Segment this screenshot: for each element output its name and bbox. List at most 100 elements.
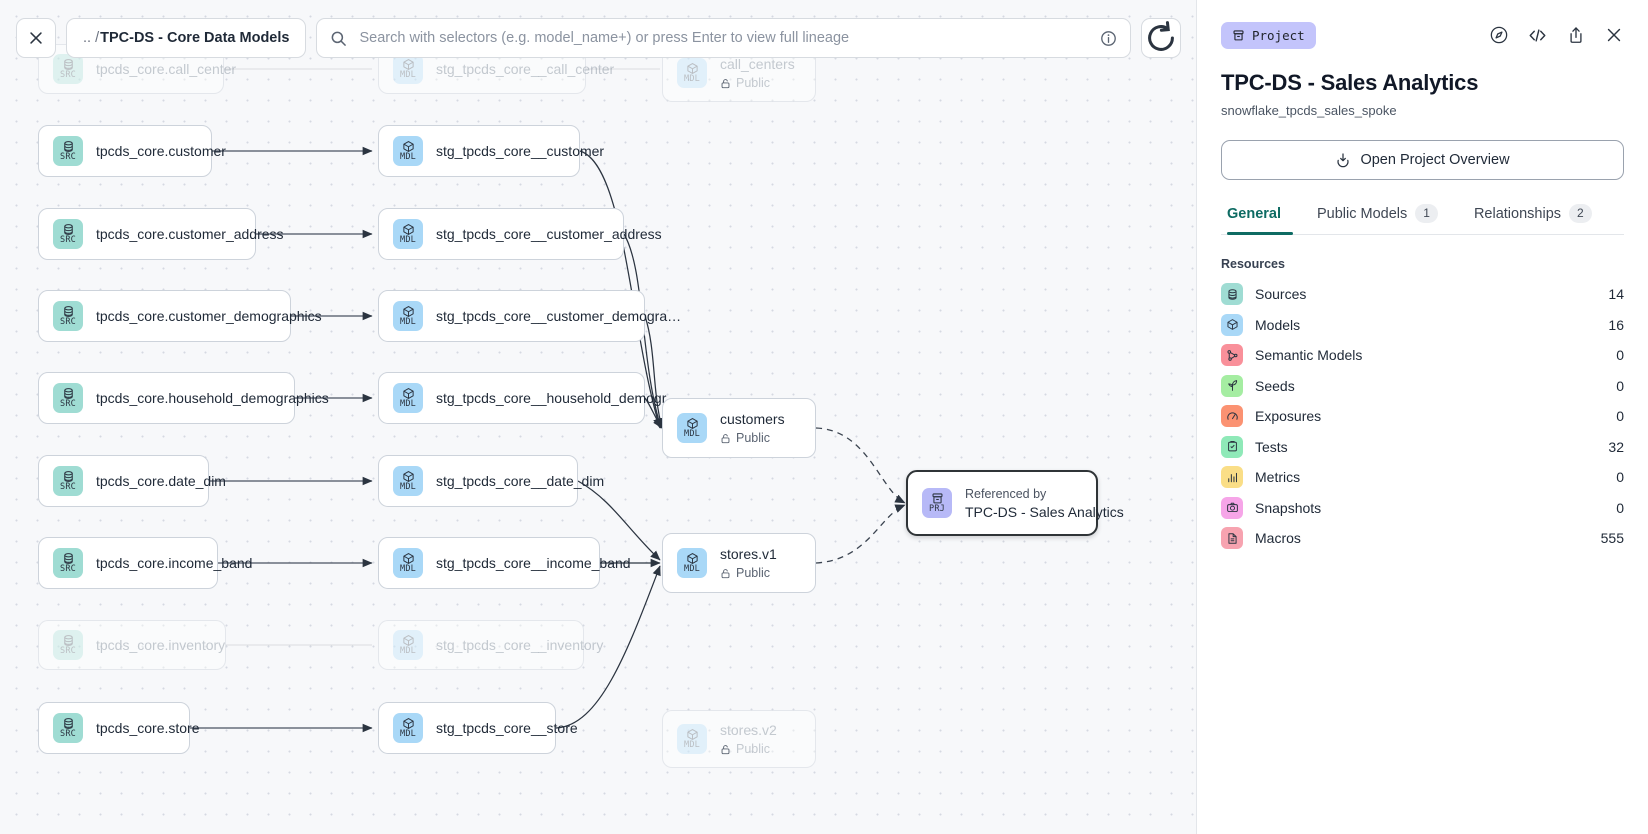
node-access-label: Public: [736, 431, 771, 445]
node-body: stg_tpcds_core__customer_demogra…: [436, 307, 682, 325]
resource-count: 0: [1616, 347, 1624, 364]
resource-name: Snapshots: [1255, 499, 1322, 516]
close-panel-icon[interactable]: [1604, 25, 1624, 45]
resource-row-metrics[interactable]: Metrics 0: [1221, 462, 1624, 493]
panel-header: Project: [1221, 0, 1624, 56]
resource-count: 0: [1616, 377, 1624, 394]
node-body: tpcds_core.customer: [96, 142, 226, 160]
node-title: TPC-DS - Sales Analytics: [965, 503, 1124, 520]
node-body: tpcds_core.customer_address: [96, 225, 284, 243]
explore-icon[interactable]: [1489, 25, 1509, 45]
tab-general[interactable]: General: [1221, 204, 1299, 235]
resource-name: Tests: [1255, 438, 1288, 455]
cube-icon: [1221, 313, 1243, 336]
node-body: stg_tpcds_core__inventory: [436, 636, 603, 654]
node-body: tpcds_core.call_center: [96, 60, 236, 78]
src-node-badge: SRC: [53, 630, 83, 660]
node-title: stg_tpcds_core__date_dim: [436, 473, 605, 489]
src-node-badge: SRC: [53, 301, 83, 331]
node-title: tpcds_core.customer_address: [96, 226, 284, 242]
mdl-node-badge: MDL: [393, 630, 423, 660]
search-input[interactable]: [357, 29, 1090, 47]
node-access-badge: Public: [720, 430, 785, 446]
project-type-badge[interactable]: Project: [1221, 21, 1316, 49]
tab-count-badge: 1: [1415, 204, 1438, 223]
graph-node-mdl-customer[interactable]: MDL stg_tpcds_core__customer: [378, 125, 604, 177]
graph-node-src-income-band[interactable]: SRC tpcds_core.income_band: [38, 537, 253, 589]
src-node-badge: SRC: [53, 219, 83, 249]
resource-count: 32: [1608, 438, 1624, 455]
mdl-node-badge: MDL: [393, 466, 423, 496]
tab-count-badge: 2: [1569, 204, 1592, 223]
mdl-node-badge: MDL: [677, 413, 707, 443]
resource-row-tests[interactable]: Tests 32: [1221, 432, 1624, 463]
resource-count: 0: [1616, 469, 1624, 486]
mdl-node-badge: MDL: [677, 58, 707, 88]
node-access-label: Public: [736, 566, 771, 580]
mdl-node-badge: MDL: [393, 383, 423, 413]
tab-relationships[interactable]: Relationships 2: [1456, 204, 1610, 234]
node-body: stg_tpcds_core__customer: [436, 142, 604, 160]
lineage-canvas[interactable]: .. / TPC-DS - Core Data Models SRCtpcds_…: [0, 0, 1197, 834]
clipboard-icon: [1221, 435, 1243, 458]
close-lineage-button[interactable]: [16, 18, 56, 58]
lineage-toolbar: .. / TPC-DS - Core Data Models: [0, 0, 1196, 76]
resource-name: Seeds: [1255, 377, 1295, 394]
node-title: tpcds_core.customer: [96, 143, 226, 159]
node-prefix-label: Referenced by: [965, 486, 1047, 501]
code-icon[interactable]: [1527, 25, 1548, 46]
resource-count: 0: [1616, 499, 1624, 516]
resource-row-snapshots[interactable]: Snapshots 0: [1221, 493, 1624, 524]
breadcrumb[interactable]: .. / TPC-DS - Core Data Models: [66, 18, 307, 58]
node-access-label: Public: [736, 742, 771, 756]
resource-name: Macros: [1255, 530, 1301, 547]
node-title: stg_tpcds_core__customer_demogra…: [436, 308, 682, 324]
project-badge-label: Project: [1252, 27, 1305, 43]
mdl-node-badge: MDL: [393, 136, 423, 166]
info-icon[interactable]: [1100, 30, 1117, 47]
resource-row-seeds[interactable]: Seeds 0: [1221, 371, 1624, 402]
node-title: call_centers: [720, 56, 795, 72]
refresh-button[interactable]: [1141, 18, 1181, 58]
database-icon: [1221, 283, 1243, 306]
src-node-badge: SRC: [53, 466, 83, 496]
src-node-badge: SRC: [53, 548, 83, 578]
share-icon[interactable]: [1566, 25, 1586, 45]
resource-name: Metrics: [1255, 469, 1301, 486]
graph-node-src-customer-addr[interactable]: SRC tpcds_core.customer_address: [38, 208, 284, 260]
graph-node-mdl-inventory[interactable]: MDL stg_tpcds_core__inventory: [378, 620, 603, 670]
node-title: tpcds_core.income_band: [96, 555, 253, 571]
open-project-overview-label: Open Project Overview: [1360, 152, 1510, 168]
panel-action-icons: [1489, 25, 1624, 46]
search-icon: [332, 31, 347, 46]
tab-label: Relationships: [1473, 205, 1562, 222]
open-project-overview-button[interactable]: Open Project Overview: [1221, 140, 1624, 180]
mdl-node-badge: MDL: [393, 713, 423, 743]
graph-node-mdl-date-dim[interactable]: MDL stg_tpcds_core__date_dim: [378, 455, 605, 507]
search-bar[interactable]: [316, 18, 1131, 58]
